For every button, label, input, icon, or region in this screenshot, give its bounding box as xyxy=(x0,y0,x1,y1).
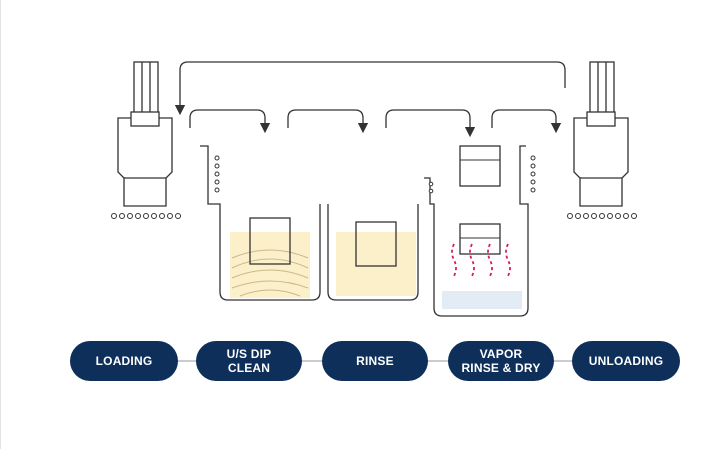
vapor-basket-upper xyxy=(459,145,501,187)
ultrasonic-waves xyxy=(231,249,309,297)
ultrasonic-tank xyxy=(200,145,321,301)
loading-station xyxy=(111,61,181,219)
loading-conveyor-rollers xyxy=(111,213,181,219)
return-arrow xyxy=(174,61,566,116)
unloading-conveyor-rollers xyxy=(567,213,637,219)
vapor-tank-wall xyxy=(424,145,529,317)
ultrasonic-nozzles xyxy=(214,155,220,193)
loading-clamp xyxy=(130,111,160,127)
transfer-arrow-1 xyxy=(189,109,271,134)
ultrasonic-liquid xyxy=(230,232,310,298)
vapor-tank xyxy=(424,145,536,317)
loading-carrier xyxy=(117,117,173,207)
vapor-basket-lower xyxy=(459,223,501,255)
unloading-station xyxy=(567,61,637,219)
rinse-tank-wall xyxy=(327,204,419,301)
rinse-basket xyxy=(355,221,397,267)
ultrasonic-basket xyxy=(249,217,291,265)
loading-arm xyxy=(133,61,159,119)
transfer-arrow-2 xyxy=(287,109,369,134)
dry-nozzles xyxy=(530,155,536,193)
vapor-waves xyxy=(451,243,511,277)
rinse-tank xyxy=(327,204,419,301)
ultrasonic-tank-wall xyxy=(200,145,321,301)
vapor-nozzles xyxy=(428,181,434,194)
transfer-arrow-4 xyxy=(491,109,562,134)
unloading-arm xyxy=(589,61,615,119)
dry-zone xyxy=(442,291,522,309)
transfer-arrow-3 xyxy=(385,109,476,138)
transfer-arrows xyxy=(189,109,562,138)
unloading-carrier xyxy=(573,117,629,207)
unloading-clamp xyxy=(586,111,616,127)
rinse-liquid xyxy=(336,232,416,296)
